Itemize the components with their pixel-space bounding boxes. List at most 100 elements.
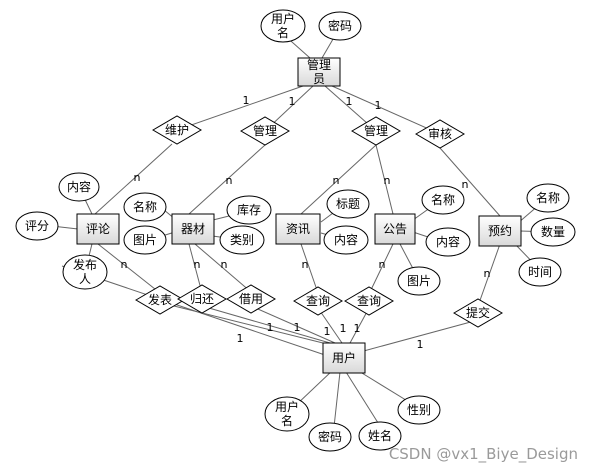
attr-admin-password: [318, 11, 362, 41]
rel-maintain: [152, 115, 202, 145]
entity-equipment-label: 器材: [181, 222, 205, 236]
rel-submit: [453, 298, 503, 328]
rel-maintain-label: 维护: [165, 123, 189, 137]
attr-admin-username-label-2: 名: [277, 25, 289, 40]
attr-user-username: [264, 396, 310, 432]
card-booking-submit: n: [484, 267, 491, 280]
entity-notice: [374, 213, 416, 245]
rel-manage-news-label: 管理: [364, 123, 388, 138]
attr-notice-picture-label: 图片: [407, 274, 431, 288]
attr-user-username-label-1: 用户: [275, 399, 299, 414]
rel-manage-equipment-label: 管理: [253, 123, 277, 138]
rel-review: [415, 119, 465, 149]
card-equipment-return: n: [194, 258, 201, 271]
card-manage-notice: n: [384, 174, 391, 187]
attr-user-password: [308, 422, 352, 452]
attr-user-username-label-2: 名: [281, 413, 293, 428]
rel-review-label: 审核: [428, 126, 452, 141]
attr-comment-publisher-label-1: 发布: [73, 257, 97, 272]
cardinalities: 1 1 1 1 n n n n n n n n n n n 1 1 1 1 1 …: [121, 94, 491, 351]
entity-admin-label-1: 管理: [307, 57, 331, 72]
attr-notice-name-label: 名称: [431, 192, 455, 207]
entity-user: [322, 342, 366, 374]
rel-query-news-label: 查询: [306, 294, 330, 308]
entity-news-label: 资讯: [286, 222, 310, 236]
attr-comment-score: [15, 211, 59, 241]
card-user-query-notice: 1: [354, 322, 361, 335]
attr-equipment-picture-label: 图片: [133, 233, 157, 247]
attr-comment-publisher-label-2: 人: [79, 272, 91, 286]
entity-admin-label-2: 员: [313, 72, 325, 86]
attr-booking-name-label: 名称: [536, 190, 560, 205]
card-maintain-comment: n: [134, 171, 141, 184]
attr-admin-username-label-1: 用户: [271, 11, 295, 26]
attr-booking-time-label: 时间: [528, 265, 552, 279]
card-manage-news: n: [333, 174, 340, 187]
card-user-return: 1: [294, 321, 301, 334]
card-manage-equipment: n: [226, 174, 233, 187]
card-equipment-borrow: n: [221, 258, 228, 271]
attr-equipment-stock-label: 库存: [237, 202, 261, 217]
card-admin-manage-news: 1: [346, 95, 353, 108]
attr-news-content: [323, 225, 369, 255]
attr-comment-content-label: 内容: [67, 179, 91, 194]
attr-comment-content: [58, 172, 100, 202]
attr-equipment-category-label: 类别: [230, 233, 254, 247]
attr-equipment-name-label: 名称: [133, 199, 157, 214]
card-notice-query: n: [379, 258, 386, 271]
entity-notice-label: 公告: [383, 222, 407, 236]
attr-news-title: [326, 189, 370, 219]
rel-borrow: [226, 284, 276, 314]
attributes: [15, 9, 576, 452]
card-user-comment: 1: [237, 332, 244, 345]
attr-user-fullname: [358, 421, 402, 451]
attr-notice-content: [425, 227, 471, 257]
attr-admin-username: [260, 9, 306, 43]
card-admin-review: 1: [375, 99, 382, 112]
entity-admin: [297, 57, 341, 87]
rel-manage-news: [351, 116, 401, 146]
attr-user-gender-label: 性别: [407, 403, 431, 417]
rel-query-notice-label: 查询: [357, 294, 381, 308]
entity-news: [275, 213, 321, 245]
relationships: [135, 115, 503, 328]
rel-return-label: 归还: [190, 292, 214, 306]
attr-equipment-picture: [123, 225, 167, 255]
attr-equipment-stock: [226, 195, 272, 225]
attr-equipment-category: [219, 225, 265, 255]
entities: [76, 57, 522, 374]
attr-notice-content-label: 内容: [436, 234, 460, 249]
card-user-borrow: 1: [324, 325, 331, 338]
attr-notice-name: [421, 185, 465, 215]
card-user-publish: 1: [267, 321, 274, 334]
entity-comment-label: 评论: [86, 222, 110, 236]
rel-publish-label: 发表: [148, 292, 172, 307]
attr-news-content-label: 内容: [334, 232, 358, 247]
attr-booking-name: [526, 183, 570, 213]
card-admin-manage-equipment: 1: [289, 95, 296, 108]
attr-user-password-label: 密码: [318, 429, 342, 444]
attr-admin-password-label: 密码: [328, 18, 352, 33]
attr-comment-publisher: [62, 254, 108, 290]
card-admin-maintain: 1: [243, 94, 250, 107]
watermark: CSDN @vx1_Biye_Design: [389, 445, 578, 464]
attr-booking-time: [518, 257, 562, 287]
entity-comment: [76, 213, 120, 245]
attr-comment-score-label: 评分: [25, 219, 49, 233]
attr-notice-picture: [397, 266, 441, 296]
card-news-query: n: [302, 258, 309, 271]
entity-equipment: [171, 213, 215, 245]
labels: 管理 员 评论 器材 资讯 公告 预约 用户 维护 管理 管理 审核 发表 归还…: [25, 11, 565, 444]
card-comment-publish: n: [121, 258, 128, 271]
entity-booking-label: 预约: [488, 223, 512, 238]
rel-query-notice: [344, 286, 394, 316]
card-user-query-news: 1: [340, 322, 347, 335]
entity-booking: [478, 215, 522, 247]
attr-user-gender: [397, 395, 441, 425]
attr-news-title-label: 标题: [336, 197, 360, 211]
attr-equipment-name: [123, 192, 167, 222]
rel-query-news: [293, 286, 343, 316]
rel-manage-equipment: [240, 116, 290, 146]
card-user-submit: 1: [417, 338, 424, 351]
